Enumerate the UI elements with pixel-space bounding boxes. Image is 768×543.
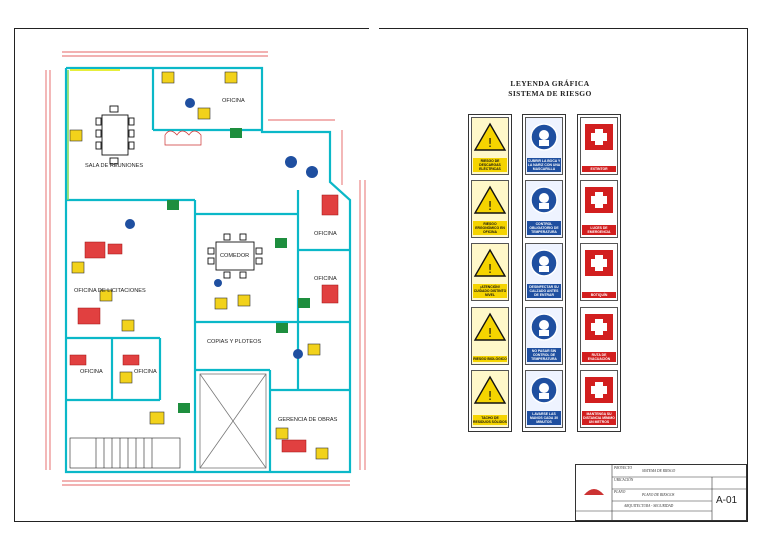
legend-sign-caption: RIESGO ERGONÓMICO EN OFICINA [473, 221, 507, 236]
legend-sign-caption: DESINFECTAR SU CALZADO ANTES DE ENTRAR [527, 284, 561, 299]
legend-sign-caption: BOTIQUÍN [582, 292, 616, 299]
legend-sign-caption: RUTA DE EVACUACIÓN [582, 351, 616, 362]
room-comedor: COMEDOR [220, 253, 250, 259]
room-oficina-small-2: OFICINA [134, 369, 157, 375]
svg-text:!: ! [488, 262, 493, 276]
legend-sign-caption: TACHO DE RESIDUOS SÓLIDOS [473, 414, 507, 425]
first-aid-icon [585, 250, 613, 277]
legend-sign-caption: RIESGO BIOLÓGICO [473, 355, 507, 362]
tb-plan-label: PLANO [614, 490, 626, 494]
legend-sign-caption: LUCES DE EMERGENCIA [582, 225, 616, 236]
biohazard-icon: ! [473, 312, 507, 341]
legend-sign: MANTENGA SU DISTANCIA MÍNIMO UN METROS [580, 369, 618, 428]
sheet-code: A-01 [716, 495, 738, 506]
legend-sign-caption: CUBRIR LA BOCA Y LA NARIZ CON UNA MASCAR… [527, 158, 561, 172]
room-licitaciones: OFICINA DE LICITACIONES [74, 288, 146, 294]
legend-sign-caption: LAVARSE LAS MANOS CADA 30 MINUTOS [527, 410, 561, 425]
legend-sign-caption: MANTENGA SU DISTANCIA MÍNIMO UN METROS [582, 410, 616, 425]
legend-sign: EXTINTOR [580, 117, 618, 175]
legend-sign: ! ¡ATENCIÓN! CUIDADO DISTINTO NIVEL [471, 243, 509, 302]
legend-column-warning: ! RIESGO DE DESCARGAS ELÉCTRICAS! RIESGO E… [468, 114, 512, 432]
legend-title-line-2: SISTEMA DE RIESGO [508, 89, 592, 98]
tb-project: SISTEMA DE RIESGO [642, 469, 676, 473]
face-mask-icon [530, 123, 558, 151]
room-oficina-right-1: OFICINA [314, 231, 337, 237]
thermometer-gun-icon [530, 186, 558, 214]
title-block-grid [576, 465, 746, 520]
room-copias: COPIAS Y PLOTEOS [207, 339, 262, 345]
room-oficina-top: OFICINA [222, 98, 245, 104]
room-gerencia: GERENCIA DE OBRAS [278, 417, 338, 423]
legend-sign: ! RIESGO ERGONÓMICO EN OFICINA [471, 180, 509, 239]
svg-text:!: ! [488, 199, 493, 213]
legend-column-mandatory: CUBRIR LA BOCA Y LA NARIZ CON UNA MASCAR… [522, 114, 566, 432]
legend-sign: CUBRIR LA BOCA Y LA NARIZ CON UNA MASCAR… [525, 117, 563, 175]
legend-sign-caption: EXTINTOR [582, 166, 616, 172]
legend-sign-caption: ¡ATENCIÓN! CUIDADO DISTINTO NIVEL [473, 284, 507, 299]
tb-project-label: PROYECTO [614, 466, 633, 470]
emergency-lights-icon [585, 187, 613, 214]
legend-title-line-1: LEYENDA GRÁFICA [510, 79, 590, 88]
waste-bin-icon: ! [473, 375, 507, 404]
legend-title: LEYENDA GRÁFICA SISTEMA DE RIESGO [495, 79, 605, 99]
legend-sign: DESINFECTAR SU CALZADO ANTES DE ENTRAR [525, 243, 563, 302]
legend-sign-caption: NO PASAR SIN CONTROL DE TEMPERATURA [527, 347, 561, 362]
tb-specialty: ARQUITECTURA - SEGURIDAD [624, 504, 674, 508]
title-block: PROYECTO SISTEMA DE RIESGO UBICACIÓN PLA… [575, 464, 747, 521]
legend-sign: CONTROL OBLIGATORIO DE TEMPERATURA [525, 180, 563, 239]
drawing-sheet [14, 28, 748, 522]
legend-sign: ! RIESGO BIOLÓGICO [471, 306, 509, 365]
svg-text:!: ! [488, 136, 493, 150]
hand-washing-icon [530, 376, 558, 404]
sheet-notch [369, 26, 379, 30]
legend-sign-caption: RIESGO DE DESCARGAS ELÉCTRICAS [473, 158, 507, 172]
fire-extinguisher-icon [585, 124, 613, 150]
fall-warning-icon: ! [473, 248, 507, 278]
svg-text:!: ! [488, 389, 493, 403]
legend-sign: RUTA DE EVACUACIÓN [580, 306, 618, 365]
tb-plan: PLANO DE RIESGOS [642, 493, 675, 497]
hand-sanitizer-icon [530, 249, 558, 278]
legend-sign: BOTIQUÍN [580, 243, 618, 302]
legend-column-emergency: EXTINTOR LUCES DE EMERGENCIA BOTIQUÍN RUTA … [577, 114, 621, 432]
legend-sign: ! TACHO DE RESIDUOS SÓLIDOS [471, 369, 509, 428]
svg-text:!: ! [488, 326, 493, 340]
footprints-icon [585, 376, 613, 403]
room-sala-reuniones: SALA DE REUNIONES [85, 163, 144, 169]
room-oficina-small-1: OFICINA [80, 369, 103, 375]
legend-sign: LUCES DE EMERGENCIA [580, 180, 618, 239]
legend-sign: NO PASAR SIN CONTROL DE TEMPERATURA [525, 306, 563, 365]
exit-arrow-icon [585, 313, 613, 340]
ergonomic-warning-icon: ! [473, 185, 507, 214]
legend-sign: ! RIESGO DE DESCARGAS ELÉCTRICAS [471, 117, 509, 175]
company-logo [584, 489, 604, 495]
legend-sign: LAVARSE LAS MANOS CADA 30 MINUTOS [525, 369, 563, 428]
legend-sign-caption: CONTROL OBLIGATORIO DE TEMPERATURA [527, 221, 561, 236]
thermometer-icon [530, 312, 558, 341]
electric-warning-icon: ! [473, 122, 507, 151]
tb-address-label: UBICACIÓN [614, 478, 634, 482]
room-oficina-right-2: OFICINA [314, 276, 337, 282]
